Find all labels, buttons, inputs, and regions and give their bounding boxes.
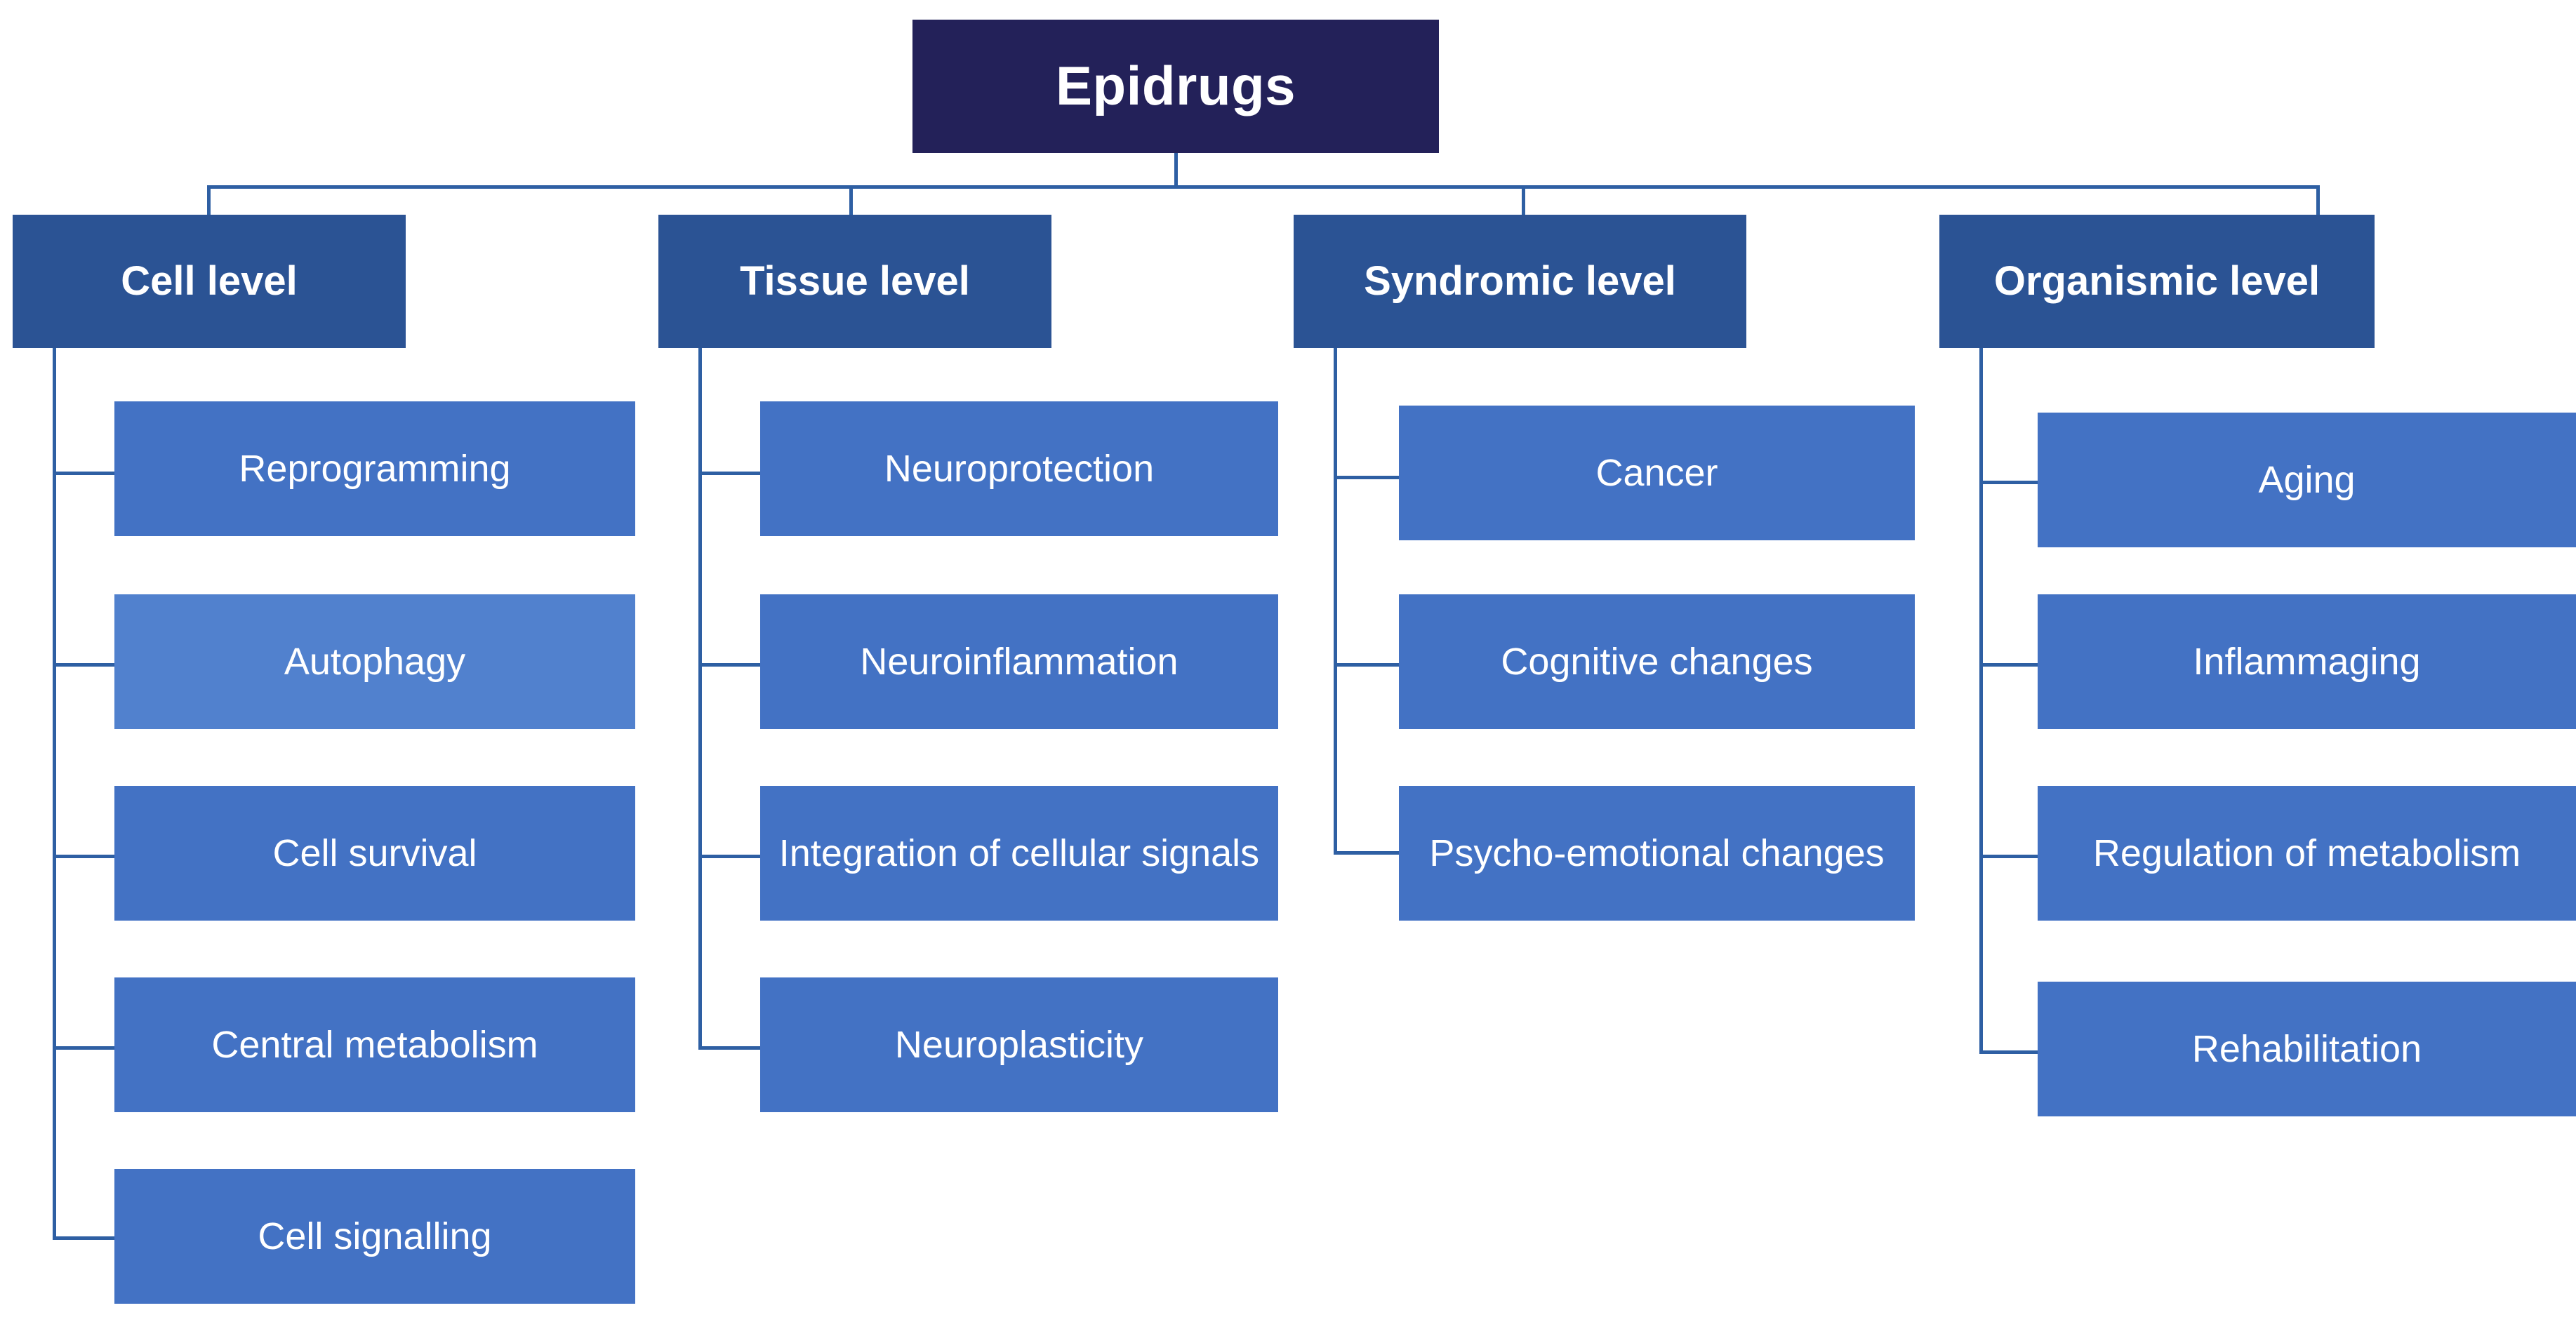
connector-stub-4-4: [1979, 1050, 2043, 1054]
connector-spine-3: [1334, 348, 1337, 855]
leaf-node-central-metabolism[interactable]: Central metabolism: [114, 977, 635, 1112]
leaf-node-cell-survival[interactable]: Cell survival: [114, 786, 635, 921]
leaf-node-label: Rehabilitation: [2191, 1027, 2422, 1070]
connector-root-drop: [1174, 153, 1178, 188]
leaf-node-cancer[interactable]: Cancer: [1399, 406, 1915, 540]
connector-stub-2-3: [698, 855, 762, 858]
leaf-node-label: Cancer: [1595, 451, 1718, 494]
connector-stub-3-1: [1334, 476, 1400, 479]
leaf-node-label: Reprogramming: [239, 447, 511, 490]
connector-stub-1-1: [53, 472, 116, 475]
branch-node-tissue-level[interactable]: Tissue level: [658, 215, 1051, 348]
leaf-node-inflammaging[interactable]: Inflammaging: [2038, 594, 2576, 729]
leaf-node-label: Autophagy: [284, 640, 466, 683]
leaf-node-aging[interactable]: Aging: [2038, 413, 2576, 547]
leaf-node-neuroplasticity[interactable]: Neuroplasticity: [760, 977, 1278, 1112]
connector-stub-2-4: [698, 1046, 762, 1050]
connector-spine-4: [1979, 348, 1983, 1050]
leaf-node-rehabilitation[interactable]: Rehabilitation: [2038, 982, 2576, 1116]
leaf-node-psycho-emotional-changes[interactable]: Psycho-emotional changes: [1399, 786, 1915, 921]
leaf-node-label: Cognitive changes: [1501, 640, 1813, 683]
branch-node-organismic-level[interactable]: Organismic level: [1939, 215, 2375, 348]
connector-stub-4-1: [1979, 481, 2043, 484]
connector-branch-drop-1: [207, 185, 211, 218]
leaf-node-autophagy[interactable]: Autophagy: [114, 594, 635, 729]
connector-branch-drop-4: [2316, 185, 2320, 218]
connector-stub-2-1: [698, 472, 762, 475]
branch-node-label: Tissue level: [740, 258, 970, 304]
connector-stub-3-2: [1334, 663, 1400, 667]
leaf-node-regulation-of-metabolism[interactable]: Regulation of metabolism: [2038, 786, 2576, 921]
leaf-node-neuroprotection[interactable]: Neuroprotection: [760, 401, 1278, 536]
connector-branch-drop-2: [849, 185, 853, 218]
connector-stub-1-3: [53, 855, 116, 858]
connector-stub-1-5: [53, 1236, 116, 1240]
connector-stub-3-3: [1334, 851, 1400, 855]
connector-stub-2-2: [698, 663, 762, 667]
connector-stub-4-2: [1979, 663, 2043, 667]
leaf-node-label: Regulation of metabolism: [2092, 832, 2521, 874]
branch-node-cell-level[interactable]: Cell level: [13, 215, 406, 348]
connector-spine-2: [698, 348, 702, 1046]
connector-stub-1-2: [53, 663, 116, 667]
connector-root-bus: [207, 185, 2320, 189]
branch-node-label: Cell level: [121, 258, 298, 304]
connector-stub-4-3: [1979, 855, 2043, 858]
leaf-node-label: Cell survival: [272, 832, 477, 874]
leaf-node-label: Cell signalling: [258, 1215, 492, 1257]
leaf-node-reprogramming[interactable]: Reprogramming: [114, 401, 635, 536]
leaf-node-cognitive-changes[interactable]: Cognitive changes: [1399, 594, 1915, 729]
branch-node-label: Organismic level: [1993, 258, 2321, 304]
connector-spine-1: [53, 348, 56, 1236]
connector-stub-1-4: [53, 1046, 116, 1050]
branch-node-syndromic-level[interactable]: Syndromic level: [1294, 215, 1746, 348]
connector-branch-drop-3: [1522, 185, 1525, 218]
root-node-epidrugs[interactable]: Epidrugs: [912, 20, 1439, 153]
leaf-node-neuroinflammation[interactable]: Neuroinflammation: [760, 594, 1278, 729]
root-node-label: Epidrugs: [1055, 55, 1296, 117]
leaf-node-cell-signalling[interactable]: Cell signalling: [114, 1169, 635, 1304]
leaf-node-label: Neuroprotection: [884, 447, 1155, 490]
leaf-node-label: Psycho-emotional changes: [1429, 832, 1885, 874]
leaf-node-label: Inflammaging: [2193, 640, 2421, 683]
leaf-node-label: Neuroplasticity: [894, 1023, 1144, 1066]
leaf-node-label: Neuroinflammation: [860, 640, 1179, 683]
branch-node-label: Syndromic level: [1364, 258, 1676, 304]
leaf-node-label: Central metabolism: [211, 1023, 538, 1066]
leaf-node-integration-of-cellular-signals[interactable]: Integration of cellular signals: [760, 786, 1278, 921]
leaf-node-label: Integration of cellular signals: [778, 832, 1260, 874]
leaf-node-label: Aging: [2258, 458, 2356, 501]
